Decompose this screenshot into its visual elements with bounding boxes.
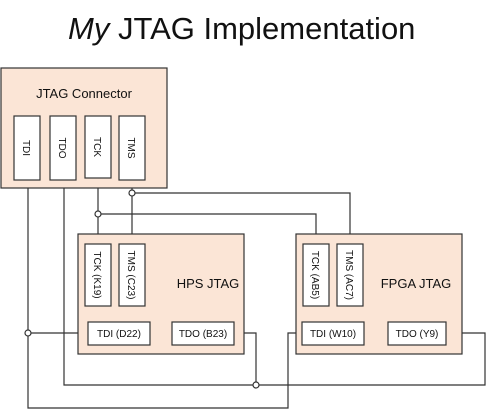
junction-tms	[128, 189, 136, 197]
fpga-pin-tdo	[387, 321, 447, 346]
connector-pin-tdi-label: TDI	[20, 140, 31, 156]
wire-hps-tdo-loop	[244, 332, 257, 385]
connector-pin-tdo	[49, 115, 77, 181]
fpga-pin-tck	[302, 243, 330, 307]
hps-pin-tms	[118, 243, 146, 307]
wire-tdo-connector	[63, 180, 256, 386]
jtag-connector-block: JTAG Connector TDI TDO TCK TMS	[0, 67, 168, 189]
hps-pin-tck-label: TCK (K19)	[91, 251, 102, 298]
fpga-pin-tdo-label: TDO (Y9)	[396, 329, 439, 340]
fpga-pin-tdi-label: TDI (W10)	[310, 329, 356, 340]
fpga-pin-tms-label: TMS (AC7)	[343, 250, 354, 300]
connector-pin-tck-label: TCK	[91, 137, 102, 157]
hps-pin-tdi	[87, 321, 151, 346]
hps-pin-tdo	[171, 321, 235, 346]
junction-tdo	[252, 381, 260, 389]
connector-pin-tdi	[13, 115, 41, 181]
hps-jtag-block: HPS JTAG TCK (K19) TMS (C23) TDI (D22) T…	[77, 233, 245, 355]
fpga-jtag-block: FPGA JTAG TCK (AB5) TMS (AC7) TDI (W10) …	[295, 233, 463, 355]
fpga-pin-tck-label: TCK (AB5)	[309, 251, 320, 299]
junctions	[24, 189, 260, 389]
hps-pin-tdo-label: TDO (B23)	[179, 329, 227, 340]
title-italic: My	[68, 11, 112, 46]
hps-pin-tms-label: TMS (C23)	[125, 251, 136, 300]
connector-pin-tdo-label: TDO	[56, 137, 67, 158]
junction-tdi	[24, 329, 32, 337]
wire-tdi-return-bottom	[27, 332, 302, 409]
hps-pin-tdi-label: TDI (D22)	[97, 329, 141, 340]
connector-pin-tms	[118, 115, 146, 181]
title-rest: JTAG Implementation	[109, 11, 415, 46]
fpga-label: FPGA JTAG	[381, 276, 452, 291]
junction-tck	[94, 210, 102, 218]
wire-fpga-tdo-loop	[256, 332, 486, 386]
wire-tms-to-fpga	[132, 192, 351, 244]
connector-label: JTAG Connector	[36, 86, 133, 101]
fpga-pin-tdi	[301, 321, 365, 346]
hps-label: HPS JTAG	[177, 276, 240, 291]
diagram-title: My JTAG Implementation	[68, 11, 415, 46]
fpga-pin-tms	[336, 243, 364, 307]
hps-pin-tck	[84, 243, 112, 307]
connector-pin-tck	[84, 115, 112, 179]
connector-pin-tms-label: TMS	[125, 137, 136, 158]
